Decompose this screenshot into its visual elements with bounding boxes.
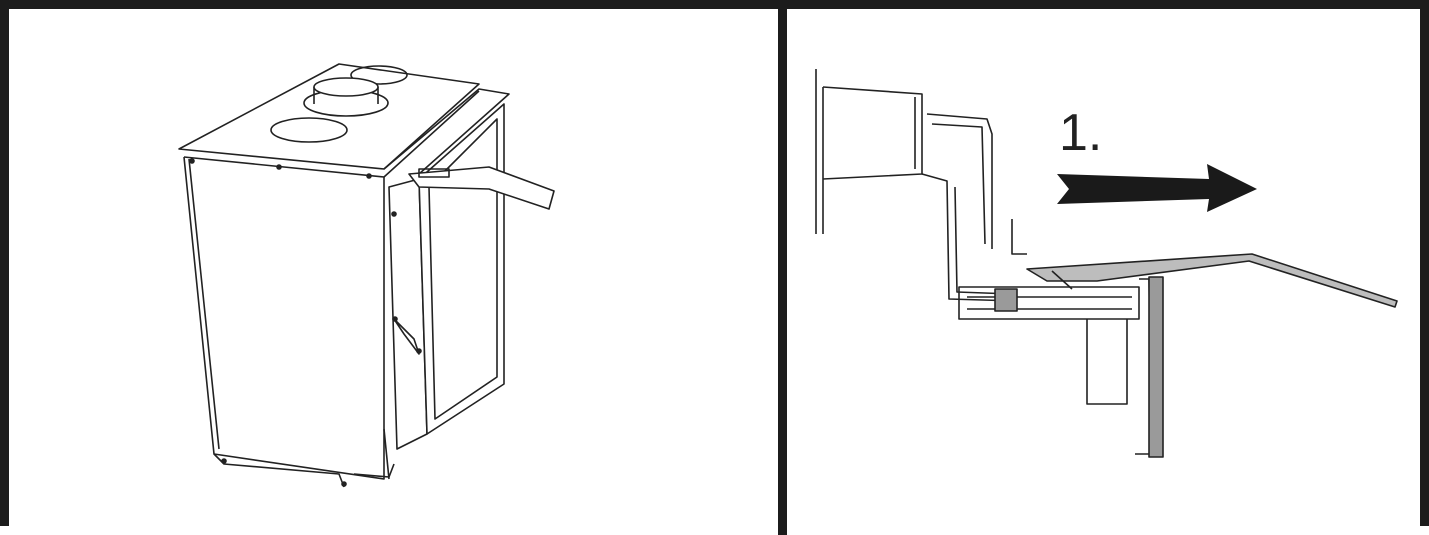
step-number-label: 1. <box>1059 104 1103 162</box>
fireplace-unit-isometric-icon <box>178 63 555 488</box>
pull-direction-arrow <box>1057 164 1257 212</box>
panel-right: 1. <box>787 9 1420 526</box>
panel-divider <box>778 9 787 535</box>
panel-left <box>9 9 778 526</box>
side-section-bracket-icon <box>815 69 1398 458</box>
